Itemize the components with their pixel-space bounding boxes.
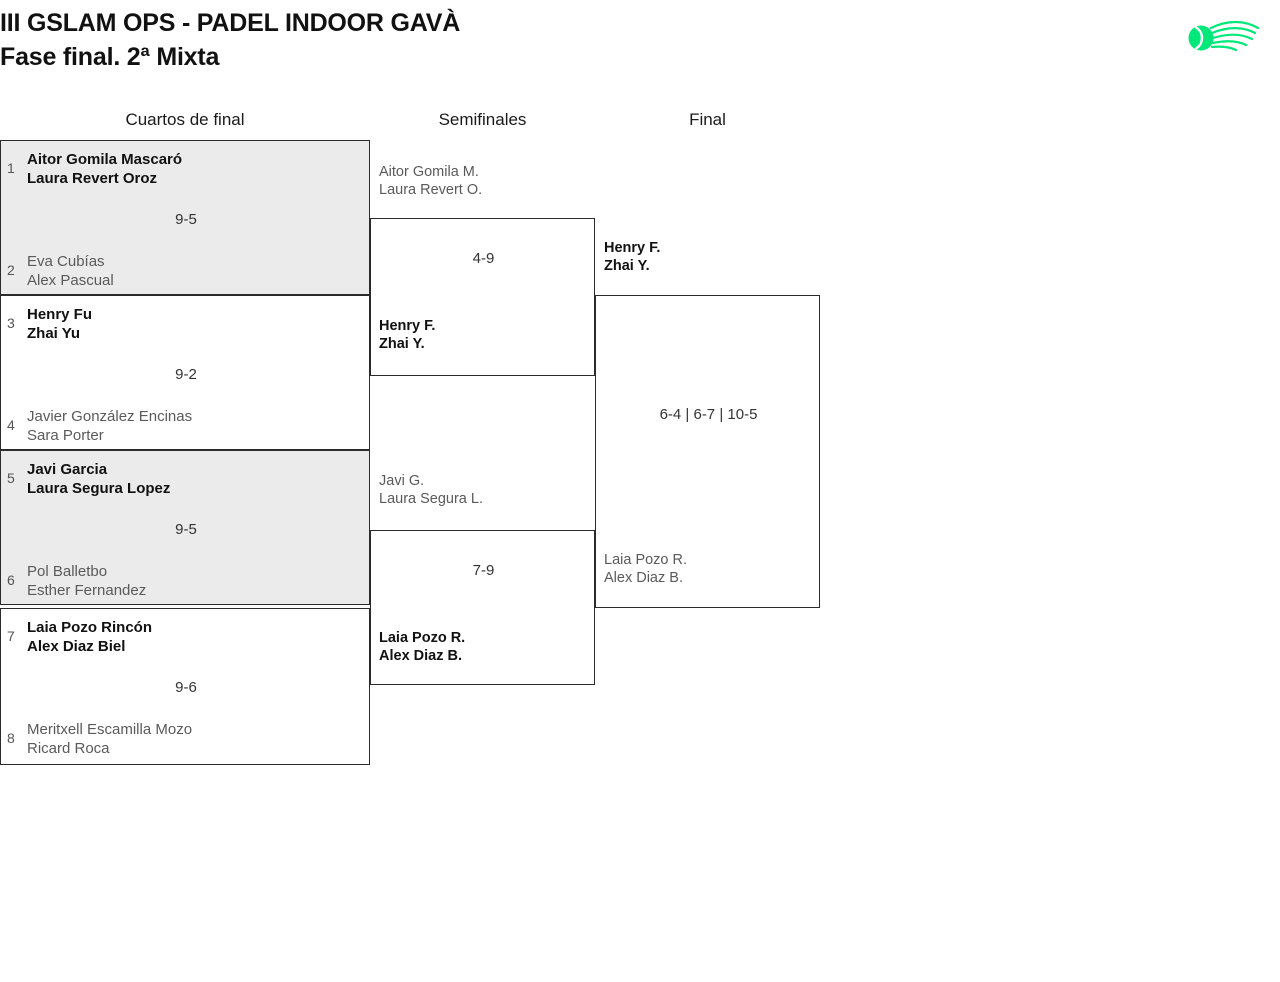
player-name: Aitor Gomila M. [379, 164, 479, 180]
team-top[interactable]: Henry Fu Zhai Yu [27, 306, 361, 343]
player-name: Esther Fernandez [27, 581, 147, 599]
seed-number: 8 [7, 730, 15, 746]
match-quarterfinal-3[interactable]: 5 Javi Garcia Laura Segura Lopez 9-5 6 P… [0, 450, 370, 605]
player-name: Zhai Y. [379, 336, 425, 352]
padel-ball-swoosh-logo [1184, 14, 1262, 62]
match-score: 7-9 [472, 562, 495, 579]
match-final[interactable]: Henry F. Zhai Y. 6-4 | 6-7 | 10-5 Laia P… [595, 240, 820, 608]
seed-number: 4 [7, 417, 15, 433]
match-score: 9-6 [175, 679, 197, 696]
match-quarterfinal-2[interactable]: 3 Henry Fu Zhai Yu 9-2 4 Javier González… [0, 295, 370, 450]
player-name: Aitor Gomila Mascaró [27, 151, 183, 168]
player-name: Laura Segura L. [379, 491, 483, 507]
player-name: Laura Revert O. [379, 182, 483, 198]
page-title: III GSLAM OPS - PADEL INDOOR GAVÀ Fase f… [0, 6, 1100, 74]
player-name: Henry F. [604, 240, 661, 256]
match-semifinal-2[interactable]: Javi G. Laura Segura L. 7-9 Laia Pozo R.… [370, 473, 595, 685]
team-bottom[interactable]: Javier González Encinas Sara Porter [27, 408, 361, 445]
player-name: Pol Balletbo [27, 563, 108, 580]
player-name: Laura Revert Oroz [27, 169, 158, 187]
match-semifinal-1[interactable]: Aitor Gomila M. Laura Revert O. 4-9 Henr… [370, 164, 595, 376]
tournament-phase: Fase final. 2ª Mixta [0, 43, 220, 71]
seed-number: 2 [7, 262, 15, 278]
team-top[interactable]: Javi Garcia Laura Segura Lopez [27, 461, 361, 498]
team-bottom[interactable]: Pol Balletbo Esther Fernandez [27, 563, 361, 600]
match-score: 9-5 [175, 521, 197, 538]
player-name: Meritxell Escamilla Mozo [27, 721, 193, 738]
player-name: Alex Pascual [27, 271, 114, 289]
player-name: Eva Cubías [27, 253, 105, 270]
match-quarterfinal-1[interactable]: 1 Aitor Gomila Mascaró Laura Revert Oroz… [0, 140, 370, 295]
team-bottom[interactable]: Henry F. Zhai Y. [379, 317, 586, 353]
match-quarterfinal-4[interactable]: 7 Laia Pozo Rincón Alex Diaz Biel 9-6 8 … [0, 608, 370, 765]
seed-number: 7 [7, 628, 15, 644]
player-name: Laura Segura Lopez [27, 479, 171, 497]
tournament-name: III GSLAM OPS - PADEL INDOOR GAVÀ [0, 9, 461, 37]
seed-number: 5 [7, 470, 15, 486]
match-score: 9-2 [175, 366, 197, 383]
player-name: Javi Garcia [27, 461, 108, 478]
team-top[interactable]: Laia Pozo Rincón Alex Diaz Biel [27, 619, 361, 656]
team-top[interactable]: Aitor Gomila M. Laura Revert O. [379, 163, 586, 199]
player-name: Zhai Yu [27, 324, 81, 342]
player-name: Laia Pozo R. [604, 552, 688, 568]
seed-number: 1 [7, 160, 15, 176]
round-header-semifinals: Semifinales [438, 110, 527, 129]
player-name: Zhai Y. [604, 258, 650, 274]
team-bottom[interactable]: Eva Cubías Alex Pascual [27, 253, 361, 290]
round-header-final: Final [689, 110, 726, 129]
match-score: 4-9 [472, 250, 495, 267]
player-name: Sara Porter [27, 426, 104, 444]
team-top[interactable]: Aitor Gomila Mascaró Laura Revert Oroz [27, 151, 361, 188]
seed-number: 6 [7, 572, 15, 588]
player-name: Alex Diaz B. [379, 648, 462, 664]
round-header-quarterfinals: Cuartos de final [125, 110, 245, 129]
seed-number: 3 [7, 315, 15, 331]
team-top[interactable]: Javi G. Laura Segura L. [379, 472, 586, 508]
player-name: Ricard Roca [27, 739, 110, 757]
player-name: Javier González Encinas [27, 408, 193, 425]
player-name: Alex Diaz Biel [27, 637, 126, 655]
player-name: Javi G. [379, 473, 425, 489]
player-name: Laia Pozo Rincón [27, 619, 153, 636]
team-bottom[interactable]: Meritxell Escamilla Mozo Ricard Roca [27, 721, 361, 758]
player-name: Henry F. [379, 318, 436, 334]
team-bottom[interactable]: Laia Pozo R. Alex Diaz B. [379, 629, 586, 665]
team-top[interactable]: Henry F. Zhai Y. [604, 239, 811, 275]
player-name: Laia Pozo R. [379, 630, 466, 646]
team-bottom[interactable]: Laia Pozo R. Alex Diaz B. [604, 551, 811, 587]
match-score: 9-5 [175, 211, 197, 228]
player-name: Henry Fu [27, 306, 93, 323]
player-name: Alex Diaz B. [604, 570, 683, 586]
match-score: 6-4 | 6-7 | 10-5 [659, 406, 758, 423]
